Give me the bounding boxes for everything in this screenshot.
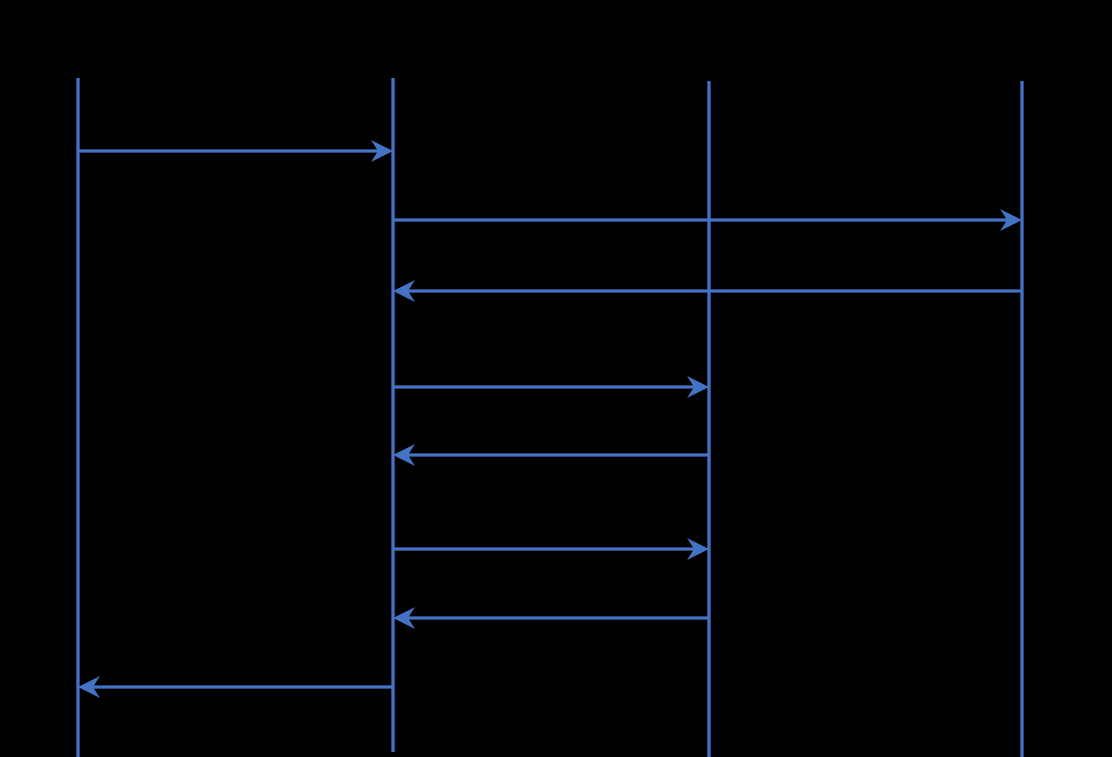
message-1 <box>78 140 393 162</box>
message-arrowhead-icon <box>687 376 709 398</box>
message-4 <box>393 376 709 398</box>
message-arrowhead-icon <box>393 280 415 302</box>
message-arrowhead-icon <box>371 140 393 162</box>
message-arrowhead-icon <box>1000 209 1022 231</box>
message-2 <box>393 209 1022 231</box>
message-8 <box>78 676 393 698</box>
message-arrowhead-icon <box>393 607 415 629</box>
message-6 <box>393 538 709 560</box>
message-7 <box>393 607 709 629</box>
message-3 <box>393 280 1022 302</box>
message-arrowhead-icon <box>78 676 100 698</box>
message-arrowhead-icon <box>687 538 709 560</box>
message-arrowhead-icon <box>393 444 415 466</box>
message-5 <box>393 444 709 466</box>
